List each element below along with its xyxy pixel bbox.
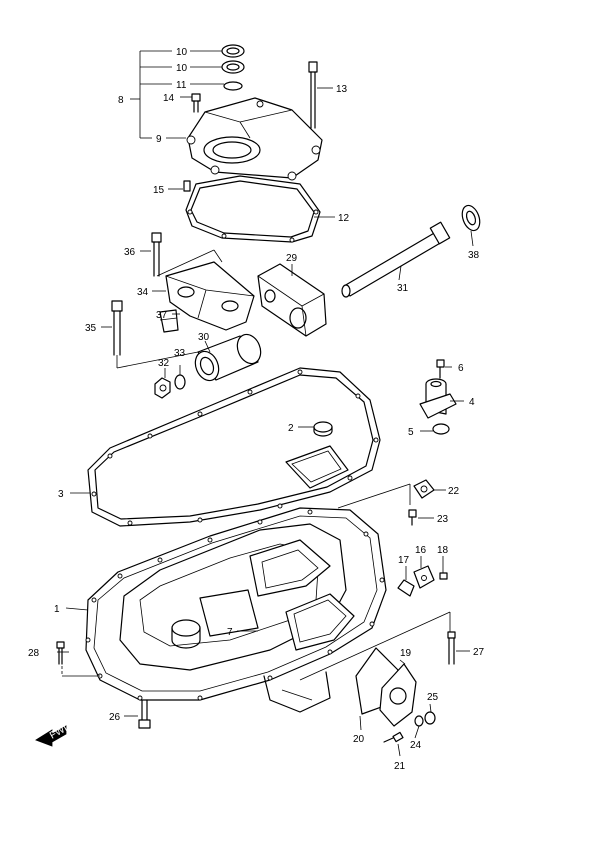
callout-23: 23	[437, 514, 449, 525]
oil-pan-1	[85, 507, 387, 713]
callout-13: 13	[336, 84, 348, 95]
seal-stack	[221, 44, 245, 91]
bolt-26	[138, 699, 151, 729]
pan-gasket-3	[87, 367, 381, 527]
callout-34: 34	[137, 287, 149, 298]
callout-6: 6	[458, 363, 464, 374]
callout-12: 12	[338, 213, 350, 224]
callout-20: 20	[353, 734, 365, 745]
callout-9: 9	[156, 134, 162, 145]
shaft-31	[341, 221, 451, 298]
callout-32: 32	[158, 358, 170, 369]
pin-15	[183, 180, 191, 192]
washer-33	[174, 374, 186, 390]
washer-24	[414, 715, 424, 727]
bolt-21	[383, 731, 404, 743]
callout-1: 1	[54, 604, 60, 615]
callout-35: 35	[85, 323, 97, 334]
fwd-label: FWD	[48, 721, 73, 742]
plate-17	[397, 579, 415, 597]
callout-labels: 10 10 11 8 14 13 9 15 12 38 31 29 36 34 …	[28, 47, 485, 772]
callout-4: 4	[469, 397, 475, 408]
callout-21: 21	[394, 761, 406, 772]
callout-33: 33	[174, 348, 186, 359]
gasket-12	[185, 175, 321, 243]
bolt-23	[408, 509, 417, 526]
callout-24: 24	[410, 740, 422, 751]
callout-25: 25	[427, 692, 439, 703]
callout-16: 16	[415, 545, 427, 556]
bolt-27	[447, 631, 456, 665]
bolt-28	[56, 641, 65, 665]
leader-lines	[57, 50, 474, 757]
callout-37: 37	[156, 310, 168, 321]
callout-18: 18	[437, 545, 449, 556]
plate-16	[413, 565, 435, 589]
callout-22: 22	[448, 486, 460, 497]
fwd-arrow-icon: FWD	[35, 721, 73, 747]
callout-19: 19	[400, 648, 412, 659]
sensor-22	[413, 479, 435, 499]
cover-19	[379, 663, 417, 727]
callout-17: 17	[398, 555, 410, 566]
o-ring-5	[432, 423, 450, 435]
bolt-36	[151, 232, 162, 277]
callout-30: 30	[198, 332, 210, 343]
callout-7: 7	[227, 627, 233, 638]
bolt-18	[439, 572, 448, 580]
filter-30	[194, 333, 262, 382]
ring-38	[461, 204, 481, 232]
callout-10a: 10	[176, 47, 188, 58]
plug-2	[313, 421, 333, 437]
nut-32	[154, 377, 171, 399]
callout-3: 3	[58, 489, 64, 500]
callout-38: 38	[468, 250, 480, 261]
bolt-13	[308, 61, 318, 129]
bolt-14	[191, 93, 201, 113]
callout-2: 2	[288, 423, 294, 434]
pump-body-29	[257, 263, 327, 337]
callout-27: 27	[473, 647, 485, 658]
callout-14: 14	[163, 93, 175, 104]
callout-5: 5	[408, 427, 414, 438]
elbow-4	[419, 378, 457, 419]
cover-9	[186, 97, 323, 181]
callout-10b: 10	[176, 63, 188, 74]
callout-31: 31	[397, 283, 409, 294]
bolt-6	[436, 359, 445, 379]
callout-26: 26	[109, 712, 121, 723]
clip-37	[159, 309, 179, 333]
callout-28: 28	[28, 648, 40, 659]
bolt-35	[111, 300, 123, 356]
callout-11: 11	[176, 80, 187, 91]
callout-29: 29	[286, 253, 298, 264]
callout-36: 36	[124, 247, 136, 258]
bracket-34	[165, 261, 255, 331]
plug-25	[424, 711, 436, 725]
callout-15: 15	[153, 185, 165, 196]
callout-8: 8	[118, 95, 124, 106]
